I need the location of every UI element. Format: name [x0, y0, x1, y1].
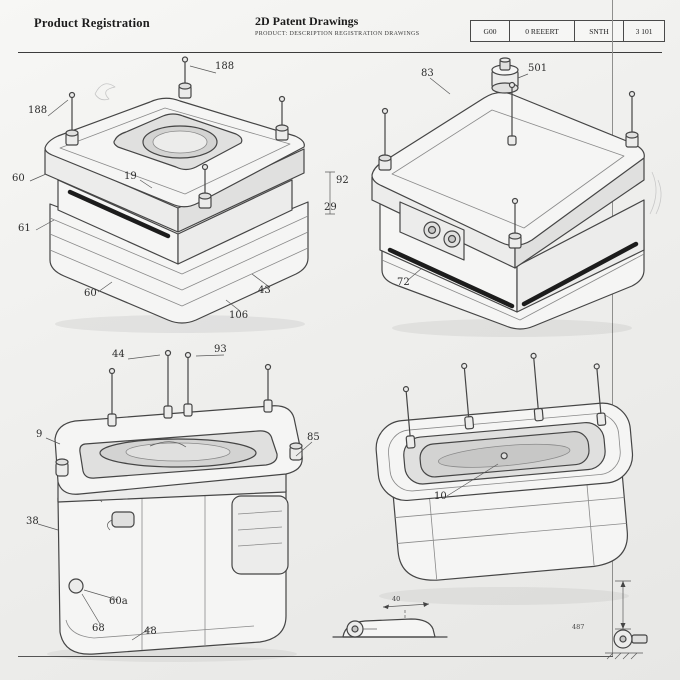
page-title: 2D Patent Drawings: [255, 14, 359, 28]
ref-label: 43: [258, 285, 271, 296]
title-block-cell: G00: [483, 26, 497, 36]
ref-label: 72: [397, 277, 410, 288]
ref-label: 93: [214, 344, 227, 355]
figure-3-drawing: [37, 349, 313, 662]
ref-label: 68: [92, 623, 105, 634]
title-block-cell: 3 101: [623, 21, 664, 41]
bottom-border-line: [18, 656, 613, 657]
ref-label: 19: [124, 171, 137, 182]
ref-label: 10: [434, 491, 447, 502]
ref-label: 40: [392, 595, 401, 603]
figure-4-drawing: [375, 352, 634, 605]
page-subtitle: PRODUCT: DESCRIPTION REGISTRATION DRAWIN…: [255, 31, 420, 37]
ref-label: 9: [36, 429, 43, 440]
page-title-left: Product Registration: [34, 16, 150, 30]
ref-label: 61: [18, 223, 31, 234]
right-border-line: [612, 0, 613, 657]
ref-label: 29: [324, 202, 337, 213]
ref-label: 60: [84, 288, 97, 299]
ref-label: 188: [215, 61, 235, 72]
ref-label: 501: [528, 63, 548, 74]
title-block-table: G00 0 REEERT SNTH 3 101: [470, 20, 665, 42]
ref-label: 188: [28, 105, 48, 116]
ref-label: 38: [26, 516, 39, 527]
figure-1-drawing: [29, 56, 335, 333]
ref-label: 44: [112, 349, 125, 360]
ref-label: 60: [12, 173, 25, 184]
header-divider-line: [18, 52, 662, 53]
ref-label: 85: [307, 432, 320, 443]
ref-label: 106: [229, 310, 249, 321]
page-title-center: 2D Patent Drawings PRODUCT: DESCRIPTION …: [255, 14, 420, 37]
detail-drawing-center: [332, 602, 448, 638]
ref-label: 487: [572, 623, 585, 631]
title-block-cell: 0 REEERT: [509, 21, 574, 41]
title-block-cell: SNTH: [574, 21, 623, 41]
ref-label: 92: [336, 175, 349, 186]
ref-label: 60a: [109, 596, 128, 607]
figure-2-drawing: [371, 57, 662, 337]
detail-drawing-right: [605, 580, 648, 660]
ref-label: 48: [144, 626, 157, 637]
ref-label: 83: [421, 68, 434, 79]
